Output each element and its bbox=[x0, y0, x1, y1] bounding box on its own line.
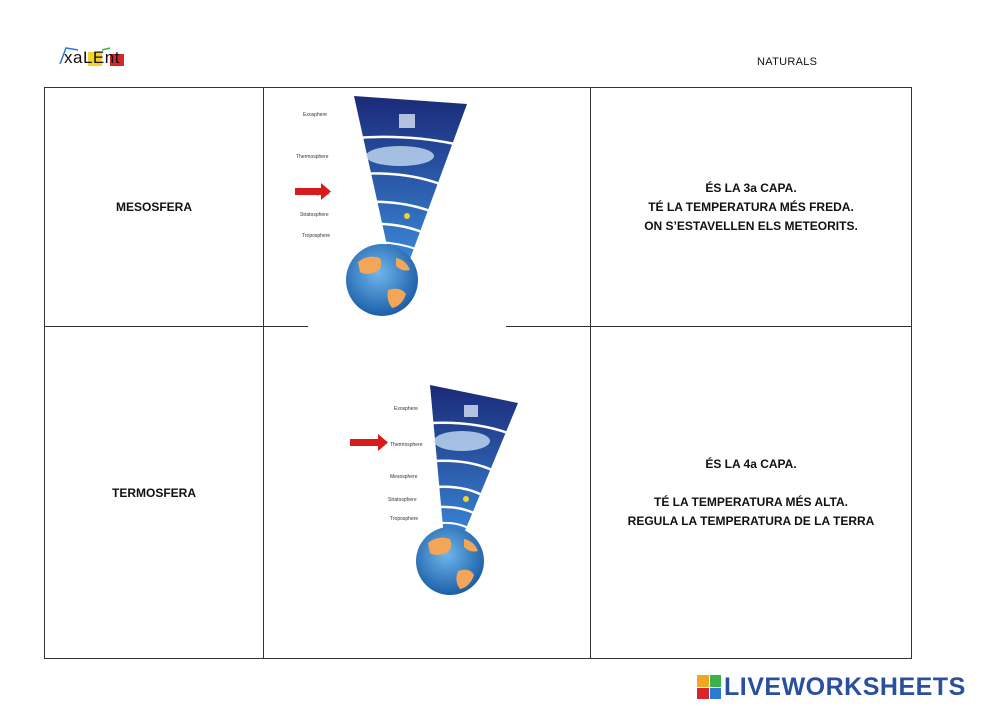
description-line: ÉS LA 4a CAPA. bbox=[705, 456, 797, 471]
logo-graphic bbox=[59, 47, 124, 66]
label-troposphere: Troposphere bbox=[302, 233, 330, 239]
red-arrow-icon bbox=[350, 434, 388, 451]
layer-name-cell: MESOSFERA bbox=[44, 87, 264, 327]
atmosphere-diagram: Exosphere Thermosphere Mesosphere Strato… bbox=[295, 96, 467, 316]
description-line: ÉS LA 3a CAPA. bbox=[705, 180, 797, 195]
description-line bbox=[591, 474, 911, 493]
diagram-cell: Exosphere Thermosphere Mesosphere Strato… bbox=[263, 87, 591, 328]
description-line: TÉ LA TEMPERATURA MÉS FREDA. bbox=[648, 199, 854, 214]
description-cell: ÉS LA 3a CAPA. TÉ LA TEMPERATURA MÉS FRE… bbox=[590, 87, 912, 327]
description-line: TÉ LA TEMPERATURA MÉS ALTA. bbox=[654, 494, 848, 509]
label-stratosphere: Stratosphere bbox=[300, 212, 329, 218]
description-line: REGULA LA TEMPERATURA DE LA TERRA bbox=[627, 513, 875, 528]
layers-table: MESOSFERA bbox=[44, 87, 912, 659]
label-exosphere: Exosphere bbox=[394, 406, 418, 412]
description-cell: ÉS LA 4a CAPA. TÉ LA TEMPERATURA MÉS ALT… bbox=[590, 326, 912, 659]
layer-name: TERMOSFERA bbox=[112, 485, 196, 500]
table-row: MESOSFERA bbox=[44, 87, 912, 328]
diagram-cell: Exosphere Thermosphere Mesosphere Strato… bbox=[263, 326, 591, 659]
label-exosphere: Exosphere bbox=[303, 112, 327, 118]
red-arrow-icon bbox=[295, 183, 331, 200]
table-row: TERMOSFERA bbox=[44, 326, 912, 659]
layer-name: MESOSFERA bbox=[115, 200, 192, 214]
xalent-logo: xaLEnt bbox=[58, 44, 138, 72]
layer-name-cell: TERMOSFERA bbox=[44, 326, 264, 659]
atmosphere-diagram: Exosphere Thermosphere Mesosphere Strato… bbox=[350, 385, 518, 595]
label-thermosphere: Thermosphere bbox=[390, 442, 423, 448]
earth-icon bbox=[346, 244, 418, 316]
description-line: ON S’ESTAVELLEN ELS METEORITS. bbox=[644, 218, 858, 233]
earth-icon bbox=[416, 527, 484, 595]
liveworksheets-brand: LIVEWORKSHEETS bbox=[697, 672, 966, 702]
label-troposphere: Troposphere bbox=[390, 516, 418, 522]
logo-text: xaLEnt bbox=[64, 48, 120, 67]
brand-text: LIVEWORKSHEETS bbox=[724, 672, 966, 701]
label-stratosphere: Stratosphere bbox=[388, 497, 417, 503]
label-mesosphere: Mesosphere bbox=[390, 474, 418, 480]
label-thermosphere: Thermosphere bbox=[296, 154, 329, 160]
liveworksheets-icon bbox=[697, 675, 721, 699]
subject-label: NATURALS bbox=[757, 56, 818, 68]
